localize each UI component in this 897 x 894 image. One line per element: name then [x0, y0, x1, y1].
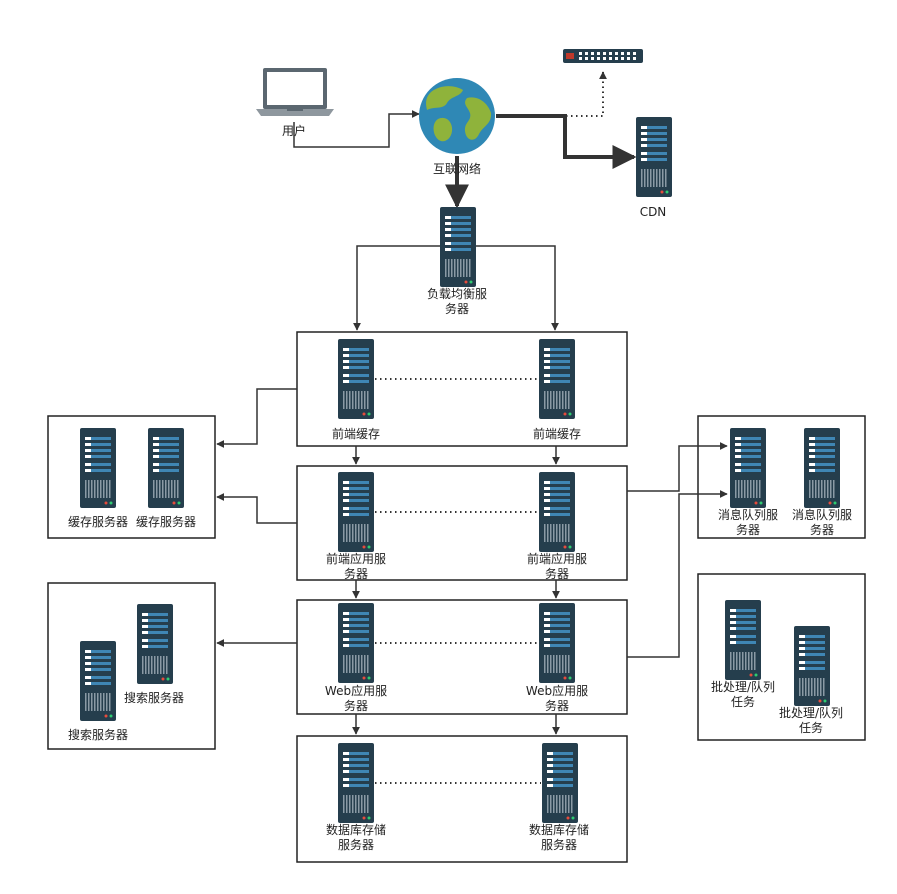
web-app-left-label: Web应用服务器: [325, 683, 387, 713]
web-app-to-mq-servers: [627, 490, 728, 658]
lb-to-front-cache-right: [474, 245, 559, 331]
search-server-1-icon: [137, 604, 173, 684]
mq-server-2-icon: [804, 428, 840, 508]
globe-icon: [419, 78, 495, 154]
peer-links: [375, 378, 541, 784]
batch-task-1-label: 批处理/队列任务: [711, 679, 775, 709]
db-right-label: 数据库存储服务器: [529, 822, 589, 852]
web-app-right-server-icon: [539, 603, 575, 683]
batch-task-2-icon: [794, 626, 830, 706]
front-cache-right-label: 前端缓存: [533, 426, 581, 441]
front-app-to-cache-servers: [216, 493, 297, 524]
cache-server-2-label: 缓存服务器: [136, 514, 196, 529]
front-app-left-label: 前端应用服务器: [326, 551, 386, 581]
server-icons: [80, 117, 840, 823]
cache-server-group: [47, 415, 216, 539]
front-cache-left-server-icon: [338, 339, 374, 419]
laptop-icon: [256, 68, 334, 116]
internet-to-switch-connector: [496, 71, 607, 117]
db-left-server-icon: [338, 743, 374, 823]
internet-to-cdn-connector: [496, 114, 637, 169]
front-app-right-server-icon: [539, 472, 575, 552]
cache-server-2-icon: [148, 428, 184, 508]
user-label: 用户: [282, 123, 306, 138]
mq-server-2-label: 消息队列服务器: [792, 507, 852, 537]
search-server-2-label: 搜索服务器: [68, 727, 128, 742]
web-app-right-label: Web应用服务器: [526, 683, 588, 713]
labels: 用户 互联网络 CDN 负载均衡服务器 前端缓存 前端缓存 前端应用服务器 前端…: [68, 123, 852, 852]
cache-server-1-label: 缓存服务器: [68, 514, 128, 529]
batch-task-2-label: 批处理/队列任务: [779, 705, 843, 735]
user-to-internet-connector: [293, 110, 420, 148]
lb-server-icon: [440, 207, 476, 287]
network-switch-icon: [563, 49, 643, 63]
search-server-group: [47, 582, 216, 750]
lb-to-front-cache-left: [353, 245, 440, 331]
db-right-server-icon: [542, 743, 578, 823]
batch-task-group: [697, 573, 866, 741]
mq-server-group: [697, 415, 866, 539]
mq-server-1-label: 消息队列服务器: [718, 507, 778, 537]
cdn-label: CDN: [640, 205, 667, 219]
web-app-left-server-icon: [338, 603, 374, 683]
batch-task-1-icon: [725, 600, 761, 680]
internet-label: 互联网络: [433, 161, 481, 176]
front-cache-left-label: 前端缓存: [332, 426, 380, 441]
db-group: [296, 735, 628, 863]
search-server-1-label: 搜索服务器: [124, 690, 184, 705]
connectors: [216, 71, 728, 784]
cache-server-1-icon: [80, 428, 116, 508]
db-left-label: 数据库存储服务器: [326, 822, 386, 852]
front-cache-to-cache-servers: [216, 388, 297, 448]
front-app-to-mq-servers: [627, 442, 728, 492]
front-app-left-server-icon: [338, 472, 374, 552]
search-server-2-icon: [80, 641, 116, 721]
front-cache-right-server-icon: [539, 339, 575, 419]
front-app-right-label: 前端应用服务器: [527, 551, 587, 581]
load-balancer-label: 负载均衡服务器: [427, 287, 487, 316]
cdn-server-icon: [636, 117, 672, 197]
mq-server-1-icon: [730, 428, 766, 508]
